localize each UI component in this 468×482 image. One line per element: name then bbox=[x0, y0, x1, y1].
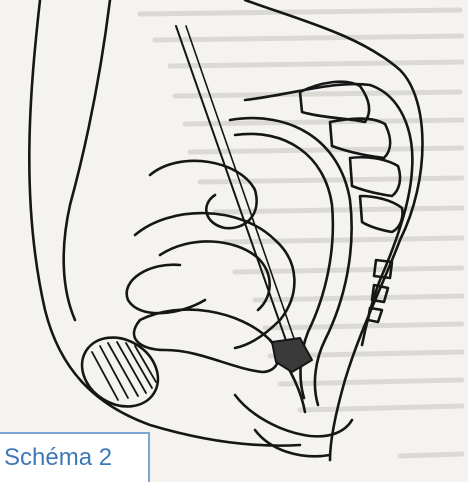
bladder-loop bbox=[134, 310, 278, 372]
perineum-curve bbox=[235, 395, 352, 436]
bowel-loop-left bbox=[127, 265, 205, 314]
abdominal-wall-outline bbox=[29, 0, 300, 446]
figure-caption: Schéma 2 bbox=[4, 444, 112, 472]
inner-wall-line bbox=[64, 0, 110, 320]
pubic-symphysis bbox=[69, 324, 171, 421]
sacral-vertebra-1 bbox=[300, 82, 369, 122]
uterus-inner bbox=[160, 241, 270, 310]
sacrum-outline bbox=[245, 84, 412, 345]
labia-fold bbox=[255, 430, 330, 456]
sacral-vertebra-4 bbox=[360, 196, 403, 232]
cervix-region bbox=[272, 338, 312, 372]
sacral-vertebra-3 bbox=[350, 157, 400, 196]
instrument-line bbox=[176, 26, 290, 352]
coccyx-segment-3 bbox=[368, 308, 382, 322]
sacral-vertebra-2 bbox=[330, 119, 390, 159]
figure-caption-box: Schéma 2 bbox=[0, 432, 150, 482]
